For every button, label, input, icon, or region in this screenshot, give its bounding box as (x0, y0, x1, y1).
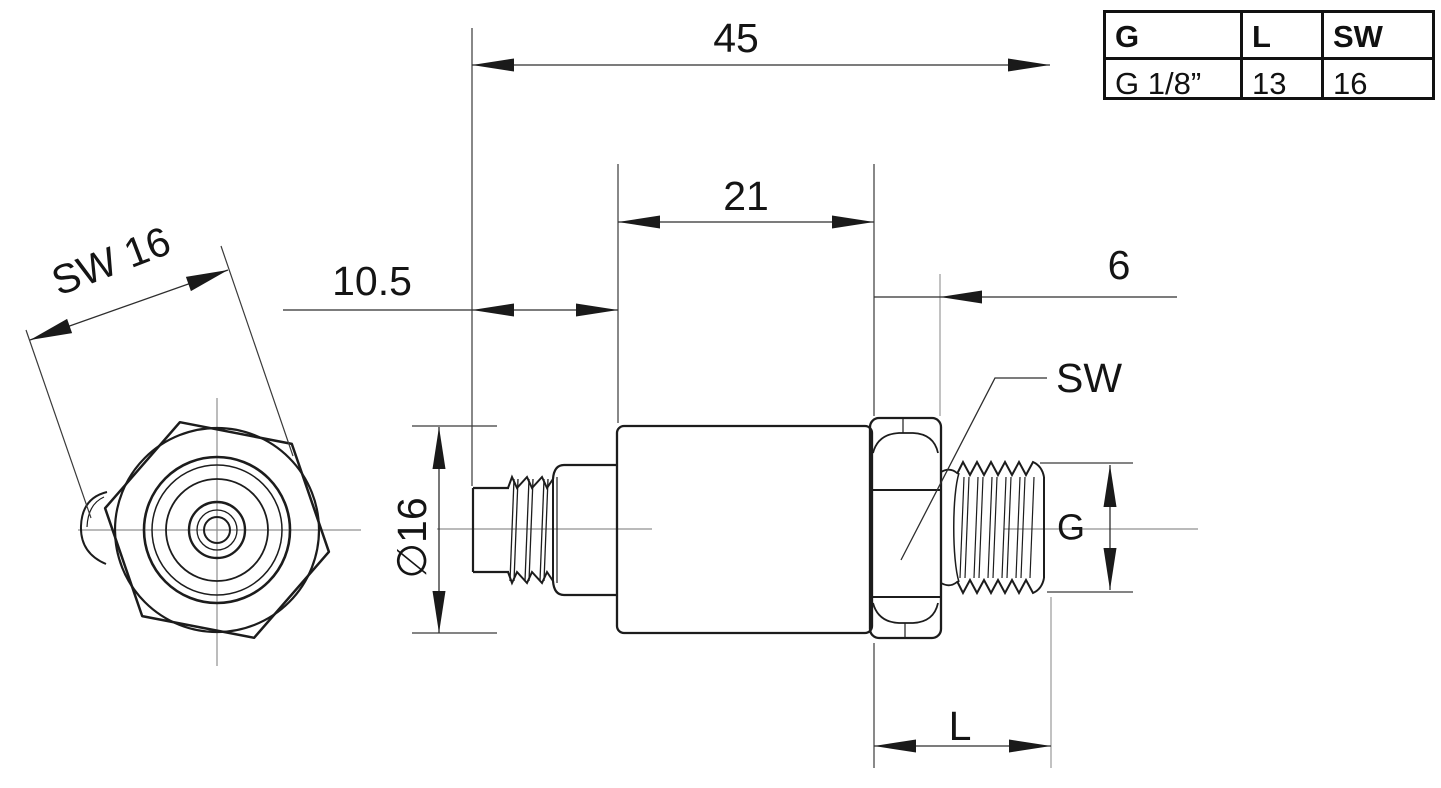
connector-ring-outer (187, 500, 247, 560)
dim-21-label: 21 (723, 173, 769, 219)
spec-table-header-l: L (1240, 13, 1321, 57)
g-thread-flanks (959, 476, 1035, 579)
hex-side (868, 416, 943, 640)
dim-g-label: G (1057, 507, 1085, 548)
sw16-arrow-right (185, 270, 228, 292)
dimension-g: G (1040, 462, 1133, 593)
dim-6-arrow (940, 290, 982, 304)
sw-leader-line (900, 377, 1047, 561)
left-bump-outline (79, 491, 108, 565)
dim-10-5-label: 10.5 (332, 258, 412, 304)
spec-table-data-row: G 1/8” 13 16 (1106, 57, 1432, 97)
sw16-extension-left (25, 329, 92, 519)
spec-table-value-g: G 1/8” (1115, 66, 1202, 97)
dim-45-arrow-right (1008, 58, 1050, 72)
dim-g-arrow-bottom (1103, 548, 1117, 590)
hex-chamfer-bottom (872, 602, 939, 624)
callout-sw: SW (900, 355, 1122, 561)
dim-21-arrow-right (832, 215, 874, 229)
connector-thread-top (507, 474, 554, 491)
connector-ring-mid (196, 509, 238, 551)
thread-crest-circle (165, 478, 269, 582)
dim-l-arrow-left (874, 739, 916, 753)
dim-l-label: L (949, 703, 972, 749)
collar-top-edge (551, 463, 617, 480)
collar-circle-inner (151, 464, 283, 596)
dimension-l: L (873, 597, 1052, 768)
main-body (615, 424, 874, 635)
dim-d16-arrow-bottom (432, 591, 446, 633)
spec-table-header-sw: SW (1321, 13, 1432, 57)
dim-10-5-arrow-left (472, 303, 514, 317)
left-bump-inner-line (86, 496, 105, 528)
sw16-extension-right (220, 245, 294, 457)
spec-table-header-row: G L SW (1106, 13, 1432, 57)
dim-21-arrow-left (618, 215, 660, 229)
collar-bottom-edge (551, 580, 617, 597)
dimension-21: 21 (617, 164, 875, 423)
hex-chamfer-top (872, 432, 939, 454)
undercut-bottom (940, 581, 958, 587)
connector-thread-flanks (509, 478, 549, 582)
sw16-arrow-left (30, 318, 73, 340)
dim-10-5-arrow-right (576, 303, 618, 317)
spec-table: G L SW G 1/8” 13 16 (1103, 10, 1435, 100)
collar-circle-outer (142, 455, 292, 605)
dim-l-arrow-right (1009, 739, 1051, 753)
dim-6-label: 6 (1108, 242, 1131, 288)
hex-outline (103, 420, 331, 640)
dimension-6: 6 (874, 242, 1177, 416)
connector-hole-circle (203, 516, 231, 544)
side-view (437, 416, 1198, 640)
dimension-sw16: SW 16 (25, 217, 294, 519)
undercut-groove (953, 472, 960, 583)
dimension-45: 45 (471, 15, 1050, 486)
body-circle (113, 426, 321, 634)
dim-d16-label: ∅16 (389, 497, 435, 578)
dim-d16-arrow-top (432, 427, 446, 469)
dim-45-label: 45 (713, 15, 759, 61)
g-thread-top (956, 459, 1045, 478)
spec-table-header-g: G (1115, 19, 1140, 54)
sw-callout-label: SW (1056, 355, 1122, 401)
sw16-label: SW 16 (45, 217, 176, 304)
g-thread-bottom (956, 577, 1045, 596)
spec-table-value-sw: 16 (1321, 60, 1432, 97)
dim-45-arrow-left (472, 58, 514, 72)
front-view (78, 398, 361, 666)
dim-g-arrow-top (1103, 465, 1117, 507)
undercut-top (940, 468, 958, 474)
dimension-10-5: 10.5 (283, 258, 618, 317)
dimension-diameter-16: ∅16 (389, 425, 497, 634)
spec-table-value-l: 13 (1240, 60, 1321, 97)
